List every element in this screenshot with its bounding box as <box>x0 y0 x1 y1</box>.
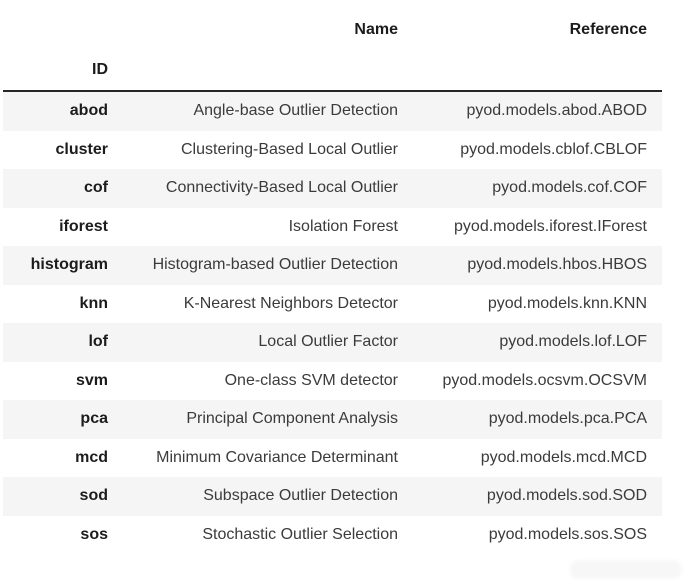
table-body: abod Angle-base Outlier Detection pyod.mod… <box>3 91 662 554</box>
row-name: Minimum Covariance Determinant <box>156 448 398 466</box>
index-name-row: ID <box>3 50 662 92</box>
index-header-spacer <box>3 10 123 50</box>
table-row: sod Subspace Outlier Detection pyod.models… <box>3 477 662 516</box>
table-header: Name Reference ID <box>3 10 662 92</box>
table-row: mcd Minimum Covariance Determinant pyod.mo… <box>3 439 662 478</box>
row-reference: pyod.models.abod.ABOD <box>466 102 647 119</box>
row-reference: pyod.models.hbos.HBOS <box>467 256 647 273</box>
row-id: svm <box>75 371 108 389</box>
table-row: sos Stochastic Outlier Selection pyod.mode… <box>3 516 662 555</box>
row-reference: pyod.models.lof.LOF <box>499 333 647 350</box>
table-row: abod Angle-base Outlier Detection pyod.mod… <box>3 91 662 131</box>
row-id: histogram <box>30 256 108 273</box>
row-name: K-Nearest Neighbors Detector <box>183 294 398 312</box>
faded-scroll-corner-artifact <box>570 560 682 579</box>
row-id: cluster <box>55 140 108 158</box>
row-name: Angle-base Outlier Detection <box>193 102 398 119</box>
row-name: Clustering-Based Local Outlier <box>181 140 398 158</box>
row-id: iforest <box>59 217 108 235</box>
table-row: lof Local Outlier Factor pyod.models.lof.L… <box>3 323 662 362</box>
column-header-name: Name <box>354 21 398 38</box>
row-reference: pyod.models.ocsvm.OCSVM <box>442 371 647 389</box>
notebook-output-page: { "chart_data": { "type": "table", "titl… <box>0 10 687 584</box>
table-row: iforest Isolation Forest pyod.models.ifore… <box>3 208 662 247</box>
row-reference: pyod.models.mcd.MCD <box>480 448 647 466</box>
table-row: pca Principal Component Analysis pyod.mode… <box>3 400 662 439</box>
row-id: sos <box>80 525 108 543</box>
row-name: Stochastic Outlier Selection <box>202 525 398 543</box>
row-reference: pyod.models.knn.KNN <box>487 294 647 312</box>
row-id: mcd <box>75 448 108 466</box>
table-row: cof Connectivity-Based Local Outlier pyod.… <box>3 169 662 208</box>
column-header-row: Name Reference <box>3 10 662 50</box>
row-name: Local Outlier Factor <box>258 333 398 350</box>
row-reference: pyod.models.cblof.CBLOF <box>460 140 647 158</box>
row-id: lof <box>88 333 108 350</box>
column-header-reference: Reference <box>569 21 647 38</box>
row-reference: pyod.models.pca.PCA <box>488 410 647 427</box>
row-reference: pyod.models.sos.SOS <box>488 525 647 543</box>
row-name: One-class SVM detector <box>224 371 398 389</box>
table-row: svm One-class SVM detector pyod.models.ocs… <box>3 362 662 401</box>
row-reference: pyod.models.cof.COF <box>492 179 647 196</box>
index-name-spacer-2 <box>413 50 662 92</box>
row-reference: pyod.models.sod.SOD <box>486 487 647 504</box>
row-id: abod <box>69 102 108 119</box>
row-name: Histogram-based Outlier Detection <box>152 256 398 273</box>
index-name-label: ID <box>3 50 123 92</box>
row-name: Isolation Forest <box>288 217 398 235</box>
row-reference: pyod.models.iforest.IForest <box>454 217 647 235</box>
pyod-models-table: Name Reference ID abod Angle-base Outlier… <box>3 10 662 554</box>
table-row: histogram Histogram-based Outlier Detecti… <box>3 246 662 285</box>
row-id: knn <box>79 294 108 312</box>
row-id: pca <box>80 410 108 427</box>
table-row: cluster Clustering-Based Local Outlier pyo… <box>3 131 662 170</box>
row-name: Subspace Outlier Detection <box>203 487 398 504</box>
row-name: Principal Component Analysis <box>186 410 398 427</box>
index-name-spacer-1 <box>123 50 413 92</box>
row-id: cof <box>84 179 108 196</box>
row-name: Connectivity-Based Local Outlier <box>165 179 398 196</box>
row-id: sod <box>79 487 108 504</box>
table-row: knn K-Nearest Neighbors Detector pyod.mode… <box>3 285 662 324</box>
